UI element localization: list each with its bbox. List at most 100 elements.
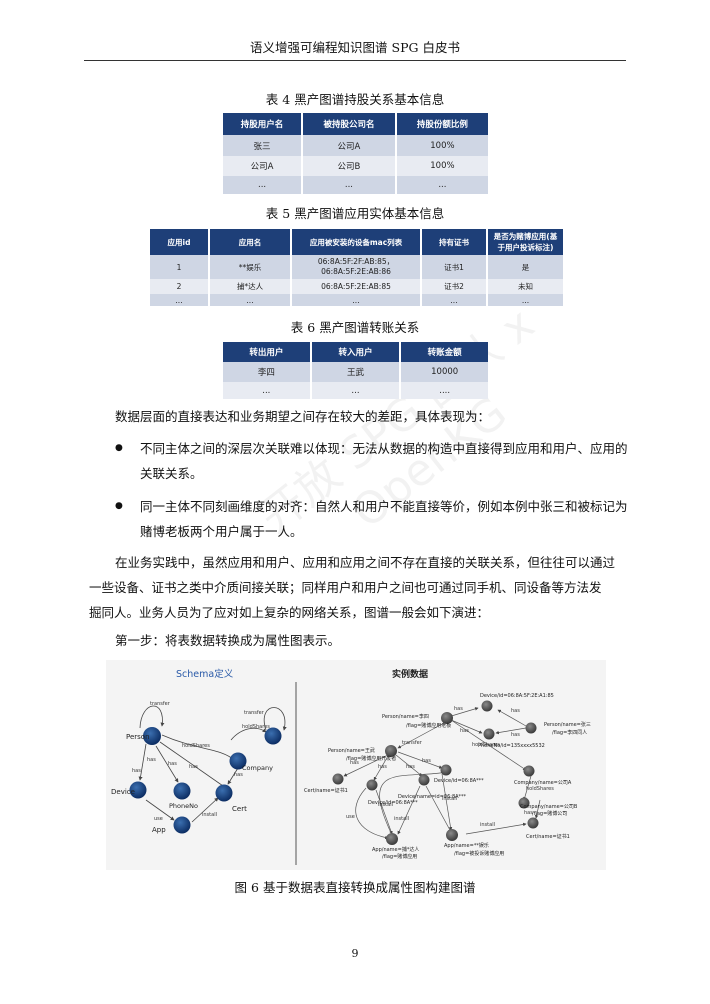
table-cell: ... [310, 382, 402, 399]
edge-label: transfer [150, 701, 171, 707]
table-cell: 证书2 [421, 279, 488, 294]
table5-header: 应用被安装的设备mac列表 [291, 229, 422, 255]
svg-text:Cert: Cert [232, 805, 247, 813]
table-cell: ... [395, 176, 488, 194]
table5: 应用id 应用名 应用被安装的设备mac列表 持有证书 是否为赌博应用(基于用户… [150, 229, 563, 306]
node-label: PhoneNo/id=135xxxx5532 [478, 743, 545, 749]
svg-text:App: App [152, 826, 166, 834]
table5-header: 应用名 [209, 229, 292, 255]
edge-label: has [132, 768, 141, 774]
node-label: Device/id=06:8A*** [434, 778, 484, 784]
edge-label: has [460, 728, 469, 734]
paragraph-line3: 掘同人。业务人员为了应对如上复杂的网络关系，图谱一般会如下演进： [89, 605, 490, 620]
table-cell: ... [209, 294, 292, 306]
svg-text:Person: Person [126, 733, 150, 741]
node-label: /flag=被投诉赌博应用 [454, 850, 504, 857]
edge-label: has [524, 810, 533, 816]
table6-header: 转出用户 [223, 342, 312, 362]
table6-header: 转账金额 [400, 342, 488, 362]
node-label: Company/name=公司A [514, 780, 572, 786]
instance-node-cert [527, 817, 539, 829]
node-label: App/name=捕*达人 [372, 846, 419, 853]
instance-node-lisi [441, 712, 453, 724]
edge-label: has [378, 764, 387, 770]
instance-node-company-a [523, 765, 535, 777]
edge-label: has [454, 706, 463, 712]
instance-node-device [418, 774, 430, 786]
edge-label: holdShares [242, 724, 270, 730]
step1-text: 第一步：将表数据转换成为属性图表示。 [115, 633, 341, 648]
instance-node-company-b [518, 797, 530, 809]
bullet1-line1: 不同主体之间的深层次关联难以体现：无法从数据的构造中直接得到应用和用户、应用的 [140, 441, 628, 456]
node-label: Cert/name=证书1 [526, 833, 570, 840]
edge-label: install [378, 802, 393, 808]
table-cell: 公司A [223, 156, 304, 176]
schema-edge-has [155, 745, 179, 783]
edge-label: has [422, 758, 431, 764]
bullet1-line2: 关联关系。 [140, 466, 203, 481]
page-header: 语义增强可编程知识图谱 SPG 白皮书 [84, 37, 626, 61]
edge-label: has [234, 772, 243, 778]
table-row: 张三 公司A 100% [223, 135, 488, 156]
table-cell: 100% [395, 156, 488, 176]
schema-edge-has [159, 741, 227, 789]
schema-edge-holdshares [230, 727, 267, 741]
paragraph-line2: 一些设备、证书之类中介质间接关联；同样用户和用户之间也可通过同手机、同设备等方法… [89, 580, 602, 595]
table4-header: 持股用户名 [223, 113, 304, 135]
edge-label: install [442, 796, 457, 802]
table-cell: ... [421, 294, 488, 306]
edge-label: holdShares [472, 742, 500, 748]
instance-node-wangwu [385, 745, 397, 757]
edge-label: transfer [402, 740, 423, 746]
edge-label: holdShares [182, 743, 210, 749]
edge-label: use [346, 814, 355, 820]
edge-label: has [511, 708, 520, 714]
paragraph-line1: 在业务实践中，虽然应用和用户、应用和应用之间不存在直接的关联关系，但往往可以通过 [115, 555, 616, 570]
table-cell: 06:8A:5F:2F:AB:85，06:8A:5F:2E:AB:86 [291, 255, 422, 279]
edge-label: install [480, 822, 495, 828]
table-row: ... ... ... ... ... [150, 294, 563, 306]
table-cell: 1 [150, 255, 210, 279]
schema-edge-has [138, 743, 147, 781]
bullet-dot: ● [115, 501, 123, 511]
table-cell: 未知 [487, 279, 563, 294]
table4-header: 被持股公司名 [302, 113, 397, 135]
instance-node-device [366, 779, 378, 791]
table5-header: 是否为赌博应用(基于用户投诉标注) [487, 229, 563, 255]
table-row: ... ... ... [223, 176, 488, 194]
node-label: Person/name=张三 [544, 721, 591, 728]
table-cell: 是 [487, 255, 563, 279]
node-label: Device/id=06:8A:5F:2E:A1:85 [480, 693, 554, 699]
table-cell: 10000 [400, 362, 488, 382]
schema-node-person: Person [126, 727, 161, 745]
figure-caption: 图 6 基于数据表直接转换成属性图构建图谱 [234, 880, 476, 895]
edge-label: use [154, 816, 163, 822]
instance-node-cert [332, 773, 344, 785]
table4-caption: 表 4 黑产图谱持股关系基本信息 [265, 92, 445, 107]
table5-header: 持有证书 [421, 229, 488, 255]
table-cell: 06:8A:5F:2E:AB:85 [291, 279, 422, 294]
figure-6: Schema定义 实例数据 transfer transfer holdShar… [106, 660, 606, 870]
intro-paragraph: 数据层面的直接表达和业务期望之间存在较大的差距，具体表现为： [115, 409, 491, 424]
schema-edge-transfer [139, 705, 165, 729]
table-cell: 张三 [223, 135, 304, 156]
instance-node-zhangsan [525, 722, 537, 734]
node-label: /flag=赌博应用 [382, 853, 417, 860]
schema-node-company-top [264, 727, 282, 745]
table-cell: 公司A [302, 135, 397, 156]
instance-node-phone [483, 728, 495, 740]
table-cell: ... [291, 294, 422, 306]
table-cell: .... [400, 382, 488, 399]
schema-node-app: App [152, 816, 191, 834]
table-cell: ... [223, 176, 304, 194]
bullet2-line2: 赌博老板两个用户属于一人。 [140, 524, 303, 539]
edge-label: holdShares [526, 786, 554, 792]
schema-node-phone: PhoneNo [169, 782, 198, 810]
table-row: 2 捕*达人 06:8A:5F:2E:AB:85 证书2 未知 [150, 279, 563, 294]
table4: 持股用户名 被持股公司名 持股份额比例 张三 公司A 100% 公司A 公司B … [223, 113, 488, 194]
instance-node-device [440, 764, 452, 776]
table-cell: 2 [150, 279, 210, 294]
table-cell: 捕*达人 [209, 279, 292, 294]
node-label: Device/name=id=06:8A*** [398, 794, 467, 800]
bullet2-line1: 同一主体不同刻画维度的对齐：自然人和用户不能直接等价，例如本例中张三和被标记为 [140, 499, 628, 514]
